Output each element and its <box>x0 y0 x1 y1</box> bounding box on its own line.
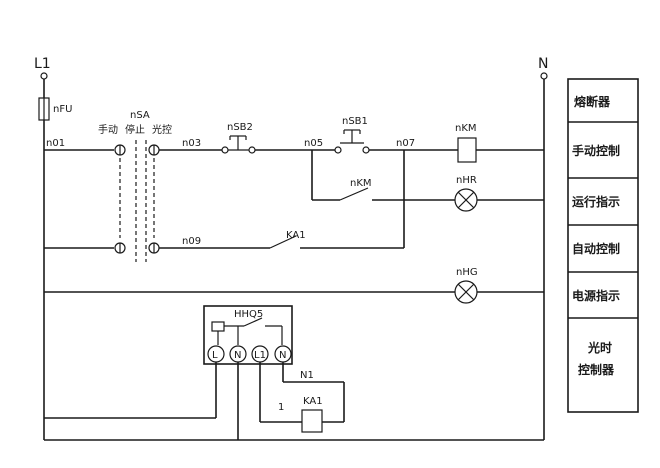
row-auto-control <box>44 200 405 254</box>
run-lamp-symbol <box>454 188 478 212</box>
legend-light-time: 光时 <box>587 340 612 355</box>
contactor-coil <box>457 137 477 163</box>
label-nhg: nHG <box>456 267 478 278</box>
controller-wiring <box>44 362 544 441</box>
ka1-contact <box>269 235 297 249</box>
label-n09: n09 <box>182 236 201 247</box>
label-stop: 停止 <box>125 123 145 136</box>
label-nhr: nHR <box>456 175 477 186</box>
label-ka1-contact: KA1 <box>286 230 306 241</box>
label-n05: n05 <box>304 138 323 149</box>
label-n1: N1 <box>300 370 314 381</box>
label-manual: 手动 <box>98 123 118 136</box>
label-n07: n07 <box>396 138 415 149</box>
label-hhq5: HHQ5 <box>234 309 263 320</box>
ka1-relay-coil <box>301 409 323 433</box>
label-light: 光控 <box>152 123 172 136</box>
legend-power-indication: 电源指示 <box>572 288 620 303</box>
row-run-indication <box>311 150 544 212</box>
left-rail <box>38 72 50 440</box>
label-nsa: nSA <box>130 110 150 121</box>
rail-label-l1: L1 <box>34 56 51 72</box>
label-ka1-coil: KA1 <box>303 396 323 407</box>
terminal-label-n: N <box>234 350 241 361</box>
controller-relay-coil <box>211 321 225 332</box>
label-nsb2: nSB2 <box>227 122 253 133</box>
power-lamp-symbol <box>454 280 478 304</box>
row-manual-control <box>44 129 544 163</box>
right-rail <box>540 72 548 440</box>
nkm-aux-contact <box>339 187 369 201</box>
label-n01: n01 <box>46 138 65 149</box>
fuse-label: nFU <box>53 104 72 115</box>
legend-controller: 控制器 <box>578 362 615 377</box>
rail-label-n: N <box>538 56 548 72</box>
terminal-label-l: L <box>212 350 218 361</box>
label-wire-1: 1 <box>278 402 284 413</box>
controller-contact <box>243 317 263 327</box>
legend-run-indication: 运行指示 <box>572 194 620 209</box>
legend-auto-control: 自动控制 <box>572 241 620 256</box>
legend-fuse: 熔断器 <box>574 94 611 109</box>
legend-border <box>567 78 639 413</box>
legend-table <box>567 78 639 413</box>
row-power-indication <box>44 280 544 304</box>
label-nkm-coil: nKM <box>455 123 477 134</box>
stop-button-symbol <box>221 135 256 154</box>
terminal-label-n-right: N <box>279 350 286 361</box>
label-nsb1: nSB1 <box>342 116 368 127</box>
label-nkm-aux: nKM <box>350 178 372 189</box>
legend-manual-control: 手动控制 <box>572 143 620 158</box>
controller-box <box>203 305 293 365</box>
label-n03: n03 <box>182 138 201 149</box>
start-button-symbol <box>334 129 370 154</box>
terminal-label-l1: L1 <box>254 350 266 361</box>
